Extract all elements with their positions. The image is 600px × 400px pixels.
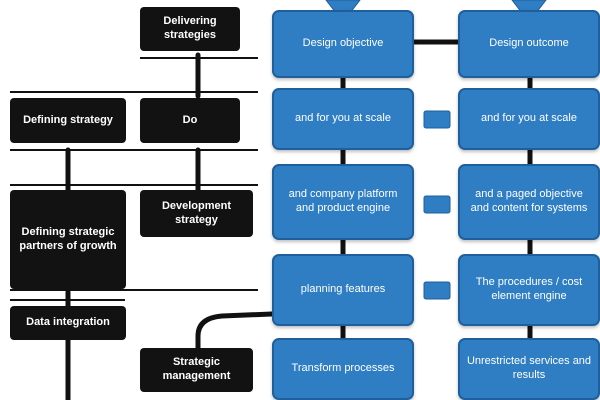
process-box-col1-2: and for you at scale — [272, 88, 414, 150]
tree-node-a2: Do — [140, 98, 240, 143]
process-box-col1-4: planning features — [272, 254, 414, 326]
tree-node-b1: Defining strategic partners of growth — [10, 190, 126, 289]
process-box-col2-5: Unrestricted services and results — [458, 338, 600, 400]
process-box-col2-4: The procedures / cost element engine — [458, 254, 600, 326]
bridge-block — [423, 110, 451, 129]
tree-node-c1: Data integration — [10, 306, 126, 340]
bridge-block — [423, 195, 451, 214]
connector-curve — [195, 311, 275, 351]
process-box-col1-1: Design objective — [272, 10, 414, 78]
tree-node-top: Delivering strategies — [140, 7, 240, 51]
process-box-col2-1: Design outcome — [458, 10, 600, 78]
tree-node-b2: Development strategy — [140, 190, 253, 237]
bridge-block — [423, 281, 451, 300]
process-box-col2-3: and a paged objective and content for sy… — [458, 164, 600, 240]
process-box-col1-5: Transform processes — [272, 338, 414, 400]
tree-node-c2: Strategic management — [140, 348, 253, 392]
process-box-col2-2: and for you at scale — [458, 88, 600, 150]
tree-node-a1: Defining strategy — [10, 98, 126, 143]
process-box-col1-3: and company platform and product engine — [272, 164, 414, 240]
